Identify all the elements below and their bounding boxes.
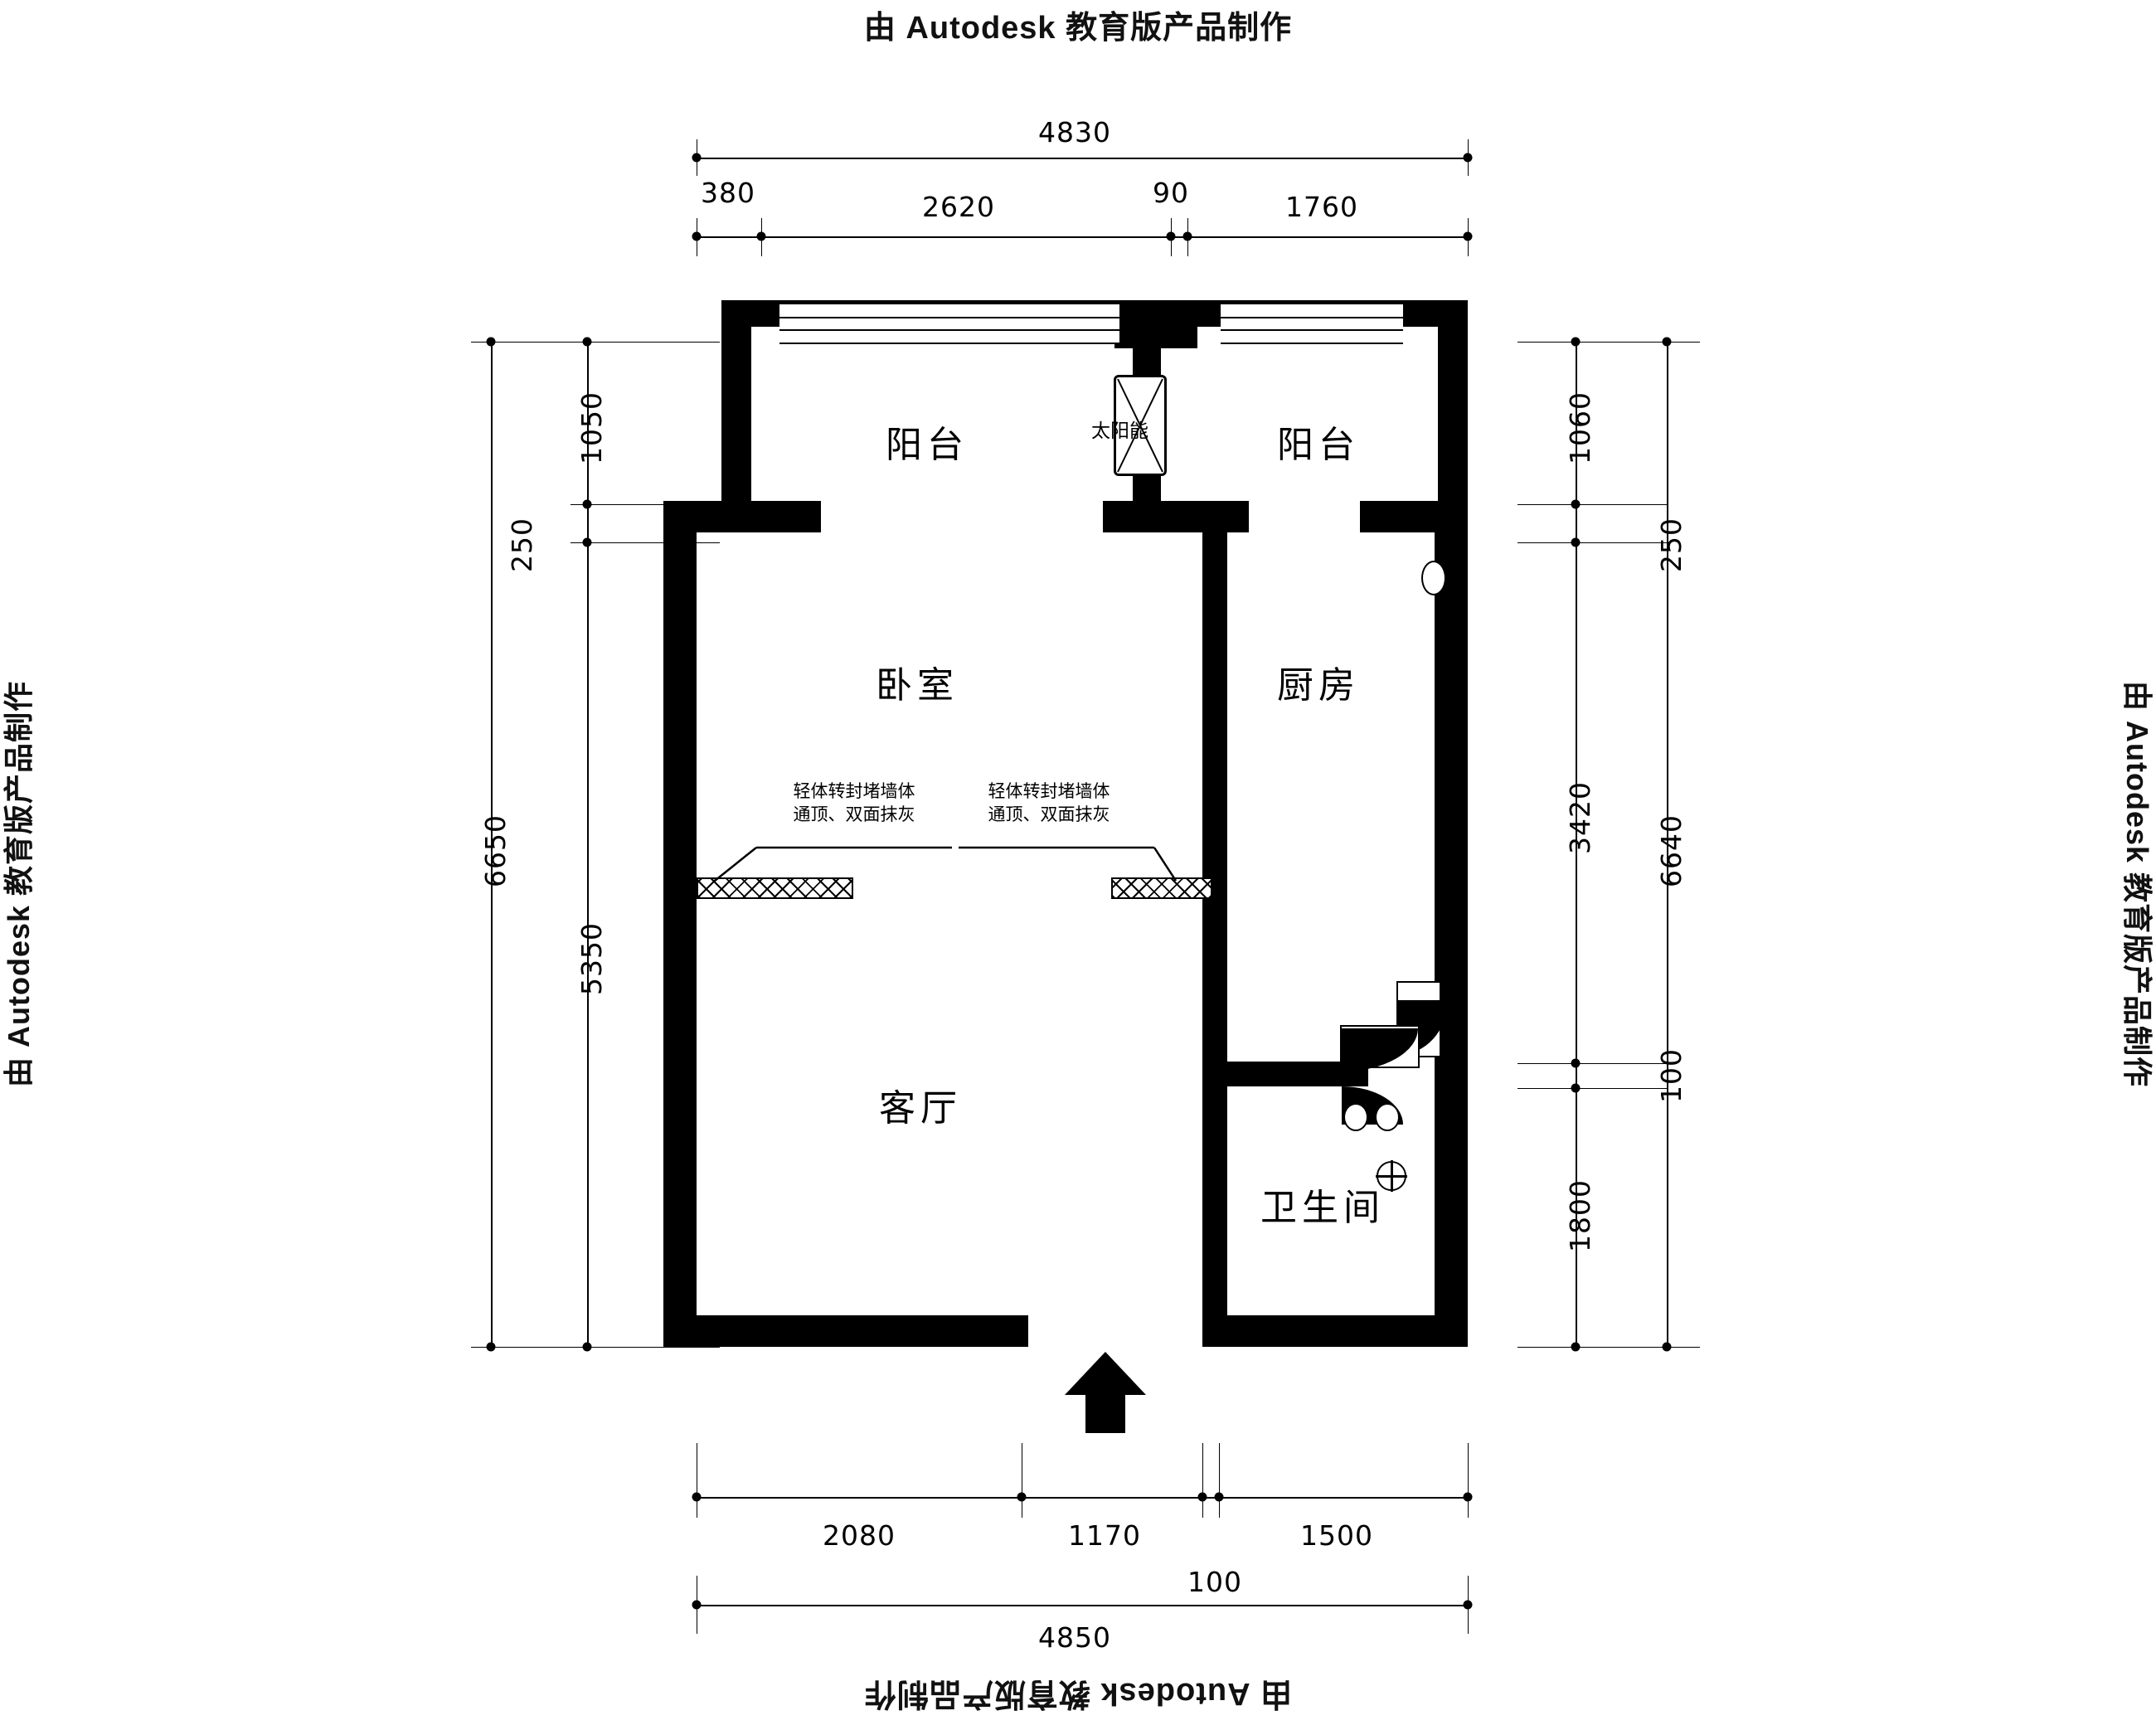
dim-ext-line bbox=[571, 1347, 720, 1348]
dim-ext-line bbox=[471, 342, 579, 343]
annotation-wall-left-line1: 轻体转封堵墙体 bbox=[793, 781, 915, 801]
wall-interior-vertical bbox=[1202, 501, 1227, 1347]
dim-ext-line bbox=[1517, 342, 1667, 343]
dim-bottom-1500: 1500 bbox=[1300, 1519, 1373, 1552]
dim-top-overall-text: 4830 bbox=[1038, 116, 1111, 148]
dim-ext-line bbox=[1517, 1347, 1667, 1348]
room-label-balcony-right: 阳台 bbox=[1277, 424, 1360, 466]
annotation-wall-left-line2: 通顶、双面抹灰 bbox=[793, 804, 915, 825]
dim-right-overall-text: 6640 bbox=[1655, 814, 1687, 887]
dim-right-100: 100 bbox=[1655, 1048, 1687, 1103]
dim-left-5350: 5350 bbox=[575, 922, 608, 995]
dim-top-chain-1760: 1760 bbox=[1285, 191, 1358, 223]
dim-right-1800: 1800 bbox=[1564, 1179, 1596, 1252]
dim-ext-line bbox=[1517, 1088, 1667, 1089]
wall-exterior-left bbox=[663, 501, 697, 1347]
dim-bottom-100: 100 bbox=[1187, 1566, 1242, 1598]
dim-ext-line bbox=[571, 542, 720, 543]
dim-bottom-overall-text: 4850 bbox=[1038, 1621, 1111, 1654]
wall-exterior-right bbox=[1435, 501, 1468, 1347]
bathroom-tap-right bbox=[1375, 1103, 1400, 1131]
window-balcony-left bbox=[779, 303, 1119, 344]
room-label-bedroom: 卧室 bbox=[876, 664, 959, 707]
dim-left-chain-line bbox=[587, 342, 589, 1347]
dim-bottom-overall-line bbox=[697, 1605, 1468, 1606]
dim-right-250: 250 bbox=[1655, 518, 1687, 572]
annotation-wall-right-line1: 轻体转封堵墙体 bbox=[988, 781, 1110, 801]
dim-ext-line bbox=[1219, 1443, 1220, 1518]
dim-top-chain-90: 90 bbox=[1153, 177, 1189, 209]
dim-ext-line bbox=[571, 504, 720, 505]
solar-heater-cross-icon bbox=[1117, 378, 1163, 473]
annotation-wall-right-line2: 通顶、双面抹灰 bbox=[988, 804, 1110, 825]
wall-exterior-bottom-right bbox=[1207, 1315, 1468, 1347]
window-balcony-right bbox=[1221, 303, 1403, 344]
solar-water-heater-label: 太阳能 bbox=[1091, 420, 1148, 442]
dim-ext-line bbox=[1468, 218, 1469, 256]
dim-ext-line bbox=[471, 1347, 579, 1348]
stub-wall-left bbox=[697, 877, 853, 899]
annotation-wall-right: 轻体转封堵墙体 通顶、双面抹灰 bbox=[945, 780, 1153, 827]
room-label-bathroom: 卫生间 bbox=[1260, 1187, 1385, 1229]
dim-left-overall-text: 6650 bbox=[479, 814, 512, 887]
kitchen-outlet-circle bbox=[1421, 561, 1446, 595]
entry-direction-arrow bbox=[1065, 1352, 1146, 1433]
dim-right-overall-line bbox=[1667, 342, 1668, 1347]
wall-balcony-left bbox=[721, 300, 751, 516]
dim-top-chain-380: 380 bbox=[701, 177, 755, 209]
dim-left-overall-line bbox=[491, 342, 493, 1347]
wall-exterior-bottom-left bbox=[663, 1315, 1028, 1347]
dim-bottom-1170: 1170 bbox=[1068, 1519, 1141, 1552]
bathroom-floor-drain bbox=[1376, 1160, 1407, 1192]
annotation-wall-left: 轻体转封堵墙体 通顶、双面抹灰 bbox=[750, 780, 958, 827]
bathroom-tap-left bbox=[1343, 1103, 1368, 1131]
dim-top-overall-line bbox=[697, 158, 1468, 159]
dim-ext-line bbox=[1517, 1063, 1667, 1064]
dim-top-chain-line bbox=[697, 236, 1468, 238]
dim-bottom-2080: 2080 bbox=[823, 1519, 896, 1552]
dim-ext-line bbox=[1647, 1347, 1700, 1348]
dim-ext-line bbox=[1517, 504, 1667, 505]
dim-ext-line bbox=[1647, 342, 1700, 343]
room-label-living: 客厅 bbox=[879, 1087, 962, 1130]
stub-wall-right bbox=[1111, 877, 1212, 899]
dim-right-chain-line bbox=[1576, 342, 1577, 1347]
dim-right-3420: 3420 bbox=[1564, 781, 1596, 854]
dim-ext-line bbox=[1468, 1576, 1469, 1634]
dim-ext-line bbox=[1202, 1443, 1203, 1518]
dim-ext-line bbox=[1517, 542, 1667, 543]
dim-ext-line bbox=[1187, 218, 1188, 256]
wall-balcony-right bbox=[1438, 300, 1468, 516]
room-label-kitchen: 厨房 bbox=[1277, 664, 1360, 707]
watermark-top: 由 Autodesk 教育版产品制作 bbox=[863, 11, 1293, 46]
dim-bottom-chain-line bbox=[697, 1497, 1468, 1499]
dim-ext-line bbox=[1171, 218, 1172, 256]
solar-water-heater bbox=[1114, 375, 1167, 476]
room-label-balcony-left: 阳台 bbox=[886, 424, 969, 466]
dim-ext-line bbox=[1468, 139, 1469, 176]
dim-ext-line bbox=[761, 218, 762, 256]
dim-ext-line bbox=[571, 342, 720, 343]
dim-ext-line bbox=[1468, 1443, 1469, 1518]
dim-left-250: 250 bbox=[506, 518, 538, 572]
dim-left-1050: 1050 bbox=[575, 391, 608, 464]
dim-top-chain-2620: 2620 bbox=[922, 191, 995, 223]
dim-right-1060: 1060 bbox=[1564, 391, 1596, 464]
